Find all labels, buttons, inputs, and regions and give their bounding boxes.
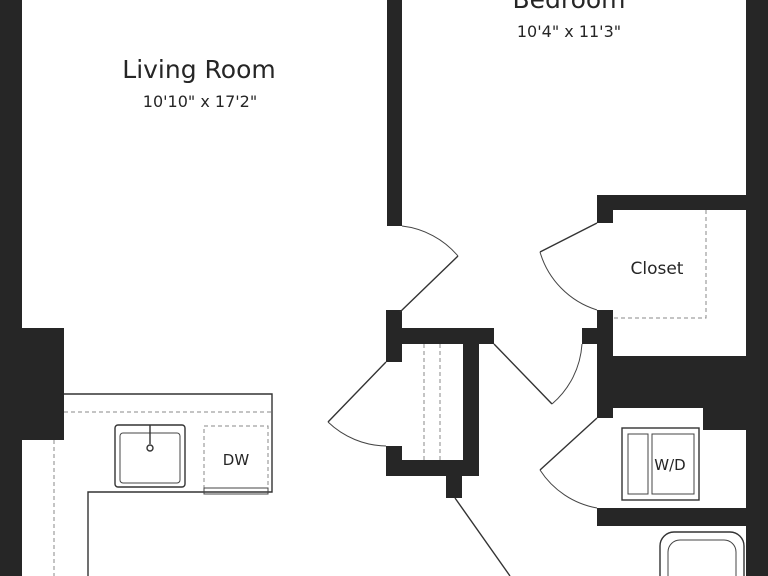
bedroom-name: Bedroom <box>512 0 625 14</box>
dishwasher: DW <box>203 425 269 495</box>
washer-dryer: W/D <box>621 427 700 501</box>
living-room-name: Living Room <box>122 55 275 84</box>
closet-door <box>539 222 598 311</box>
laundry-wall-block <box>703 356 768 430</box>
bedroom-entry-door <box>399 225 459 313</box>
hall-closet-door <box>327 361 387 447</box>
laundry-door <box>539 417 598 509</box>
living-room: Living Room 10'10" x 17'2" <box>122 55 275 111</box>
left-exterior-wall <box>0 0 22 576</box>
right-exterior-wall <box>746 0 768 576</box>
closet-top-wall <box>597 195 768 210</box>
closet-shelving <box>423 210 707 460</box>
kitchen-wall-jog <box>22 328 64 440</box>
dishwasher-label: DW <box>223 451 250 469</box>
sink <box>114 424 186 488</box>
bedroom-dimensions: 10'4" x 11'3" <box>517 22 621 41</box>
kitchen-counter-outline <box>64 393 273 576</box>
hall-door-jamb <box>446 476 462 498</box>
washer-dryer-label: W/D <box>654 456 685 474</box>
bedroom: Bedroom 10'4" x 11'3" <box>512 0 625 41</box>
hall-door-right <box>493 343 583 405</box>
living-room-dimensions: 10'10" x 17'2" <box>143 92 257 111</box>
hall-closet-right <box>463 328 479 476</box>
living-bedroom-partition <box>387 0 402 226</box>
bathtub <box>659 531 745 576</box>
closet-door-jamb-stub <box>582 328 613 344</box>
hall-closet-bottom <box>386 460 479 476</box>
closet-door-jamb <box>597 310 613 418</box>
closet-left-wall-stub <box>597 195 613 223</box>
closet-label: Closet <box>631 259 684 279</box>
laundry-bottom-wall <box>597 508 768 526</box>
hall-closet-left-lower <box>386 446 402 476</box>
lower-hall-door <box>454 497 511 576</box>
doors <box>327 222 598 576</box>
kitchen: DW <box>53 393 273 576</box>
